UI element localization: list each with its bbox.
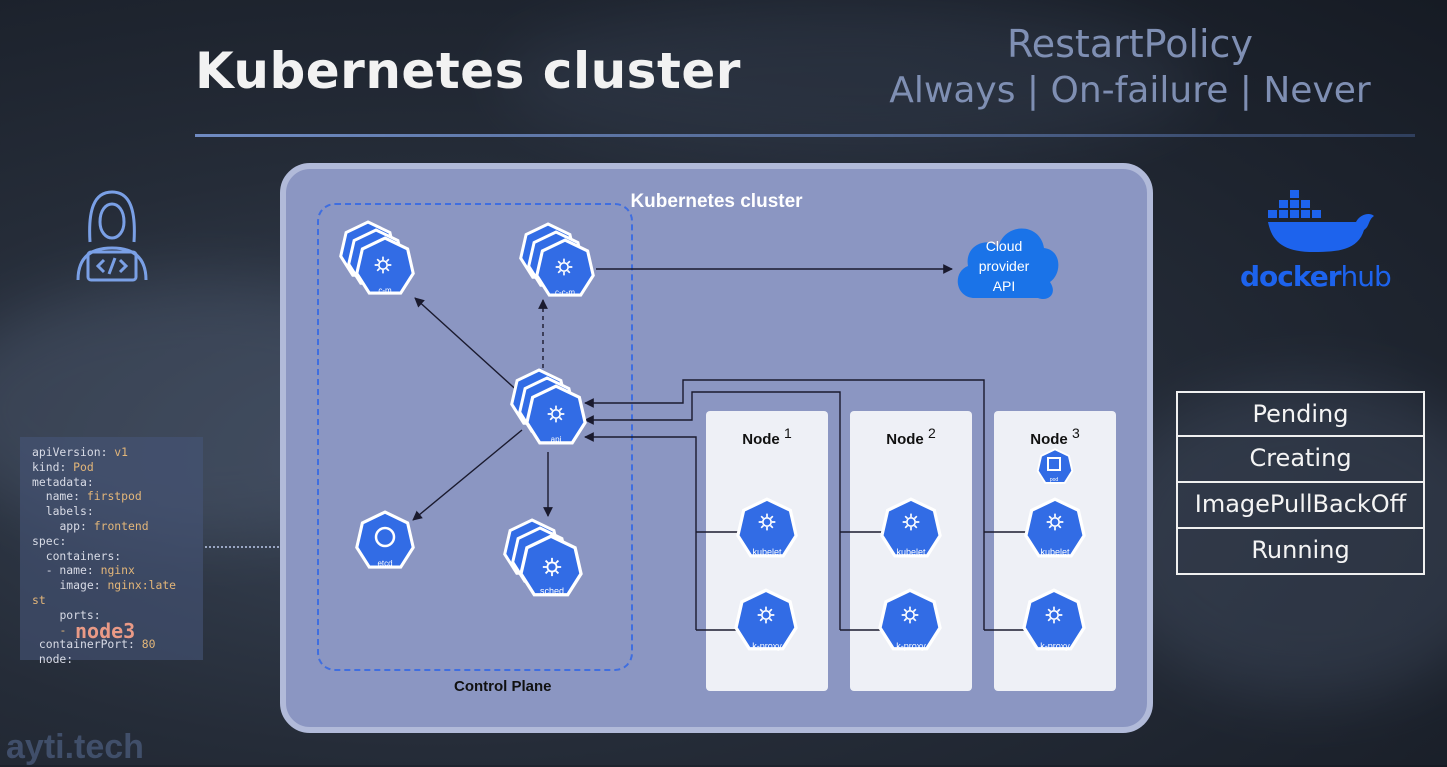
status-imagepullbackoff: ImagePullBackOff [1176, 483, 1425, 529]
controller-manager-icon: c-m [339, 220, 415, 295]
ccm-label: c-c-m [555, 288, 575, 297]
status-running: Running [1176, 529, 1425, 575]
yaml-line: app: frontend [59, 518, 149, 533]
etcd-icon: etcd [355, 510, 415, 569]
pod-status-table: Pending Creating ImagePullBackOff Runnin… [1176, 391, 1425, 575]
cloud-provider-icon: Cloud provider API [957, 228, 1059, 300]
node-1-proxy-label: k-proxy [752, 641, 782, 651]
api-server-icon: api [510, 368, 587, 445]
yaml-line: containers: [45, 548, 122, 563]
yaml-line: - name: nginx [45, 563, 135, 578]
yaml-line: containerPort: 80 [38, 637, 156, 652]
yaml-line: ports: [59, 607, 101, 622]
yaml-line: metadata: [32, 474, 94, 489]
cm-label: c-m [378, 286, 392, 295]
yaml-line: image: nginx:late [59, 578, 177, 593]
background-haze [500, 0, 1200, 160]
status-pending: Pending [1176, 391, 1425, 437]
api-to-cm-arrow [414, 297, 523, 396]
node-2-proxy-icon: k-proxy [878, 588, 942, 651]
node-2-label: Node 2 [886, 425, 936, 448]
api-label: api [551, 435, 562, 444]
node1-to-api-link [584, 432, 697, 630]
slide-title: Kubernetes cluster [195, 42, 741, 100]
node-1-label: Node 1 [742, 425, 792, 448]
node-1-proxy-icon: k-proxy [734, 588, 798, 651]
restart-policy-options: Always | On-failure | Never [889, 70, 1371, 111]
api-to-etcd-arrow [412, 429, 523, 521]
yaml-line: apiVersion: v1 [32, 445, 129, 459]
yaml-line: spec: [32, 533, 67, 548]
control-plane-label: Control Plane [454, 678, 552, 695]
restart-policy-block: RestartPolicy Always | On-failure | Neve… [880, 22, 1380, 111]
node-3-proxy-icon: k-proxy [1022, 588, 1086, 651]
node-2-kubelet-label: kubelet [896, 547, 926, 557]
scheduler-icon: sched [503, 518, 583, 597]
node-1-kubelet-icon: kubelet [736, 497, 798, 558]
yaml-line: st [32, 592, 46, 607]
cluster-title: Kubernetes cluster [630, 191, 803, 212]
restart-policy-heading: RestartPolicy [1007, 22, 1253, 66]
node3-to-api-link [584, 379, 985, 630]
node-1-kubelet-label: kubelet [752, 547, 782, 557]
node-3-proxy-label: k-proxy [1040, 641, 1070, 651]
cloud-line-2: provider [979, 258, 1030, 274]
cloud-controller-manager-icon: c-c-m [519, 222, 595, 297]
yaml-line: kind: Pod [32, 459, 94, 474]
node-3-kubelet-icon: kubelet [1024, 497, 1086, 558]
node2-to-api-link [584, 391, 841, 630]
cloud-line-1: Cloud [986, 238, 1023, 254]
sched-label: sched [540, 586, 564, 596]
background-haze [1100, 380, 1447, 700]
node-3-pod-icon: pod [1036, 448, 1074, 484]
title-divider [195, 134, 1415, 137]
cloud-line-3: API [993, 278, 1016, 294]
node-2-kubelet-icon: kubelet [880, 497, 942, 558]
yaml-line: - [59, 622, 67, 637]
node-2-proxy-label: k-proxy [896, 641, 926, 651]
etcd-label: etcd [377, 559, 392, 568]
docker-whale-icon [1268, 190, 1374, 252]
yaml-line: node: [38, 652, 74, 667]
yaml-line: name: firstpod [45, 489, 142, 504]
watermark: ayti.tech [6, 728, 144, 766]
node-3-kubelet-label: kubelet [1040, 547, 1070, 557]
docker-hub-logo-text: dockerhub [1240, 260, 1392, 293]
node-3-pod-label: pod [1050, 477, 1059, 483]
yaml-line: labels: [45, 504, 94, 519]
developer-icon [76, 190, 148, 282]
node3-overlay-text: node3 [75, 619, 136, 643]
node-3-label: Node 3 [1030, 425, 1080, 448]
status-creating: Creating [1176, 437, 1425, 483]
